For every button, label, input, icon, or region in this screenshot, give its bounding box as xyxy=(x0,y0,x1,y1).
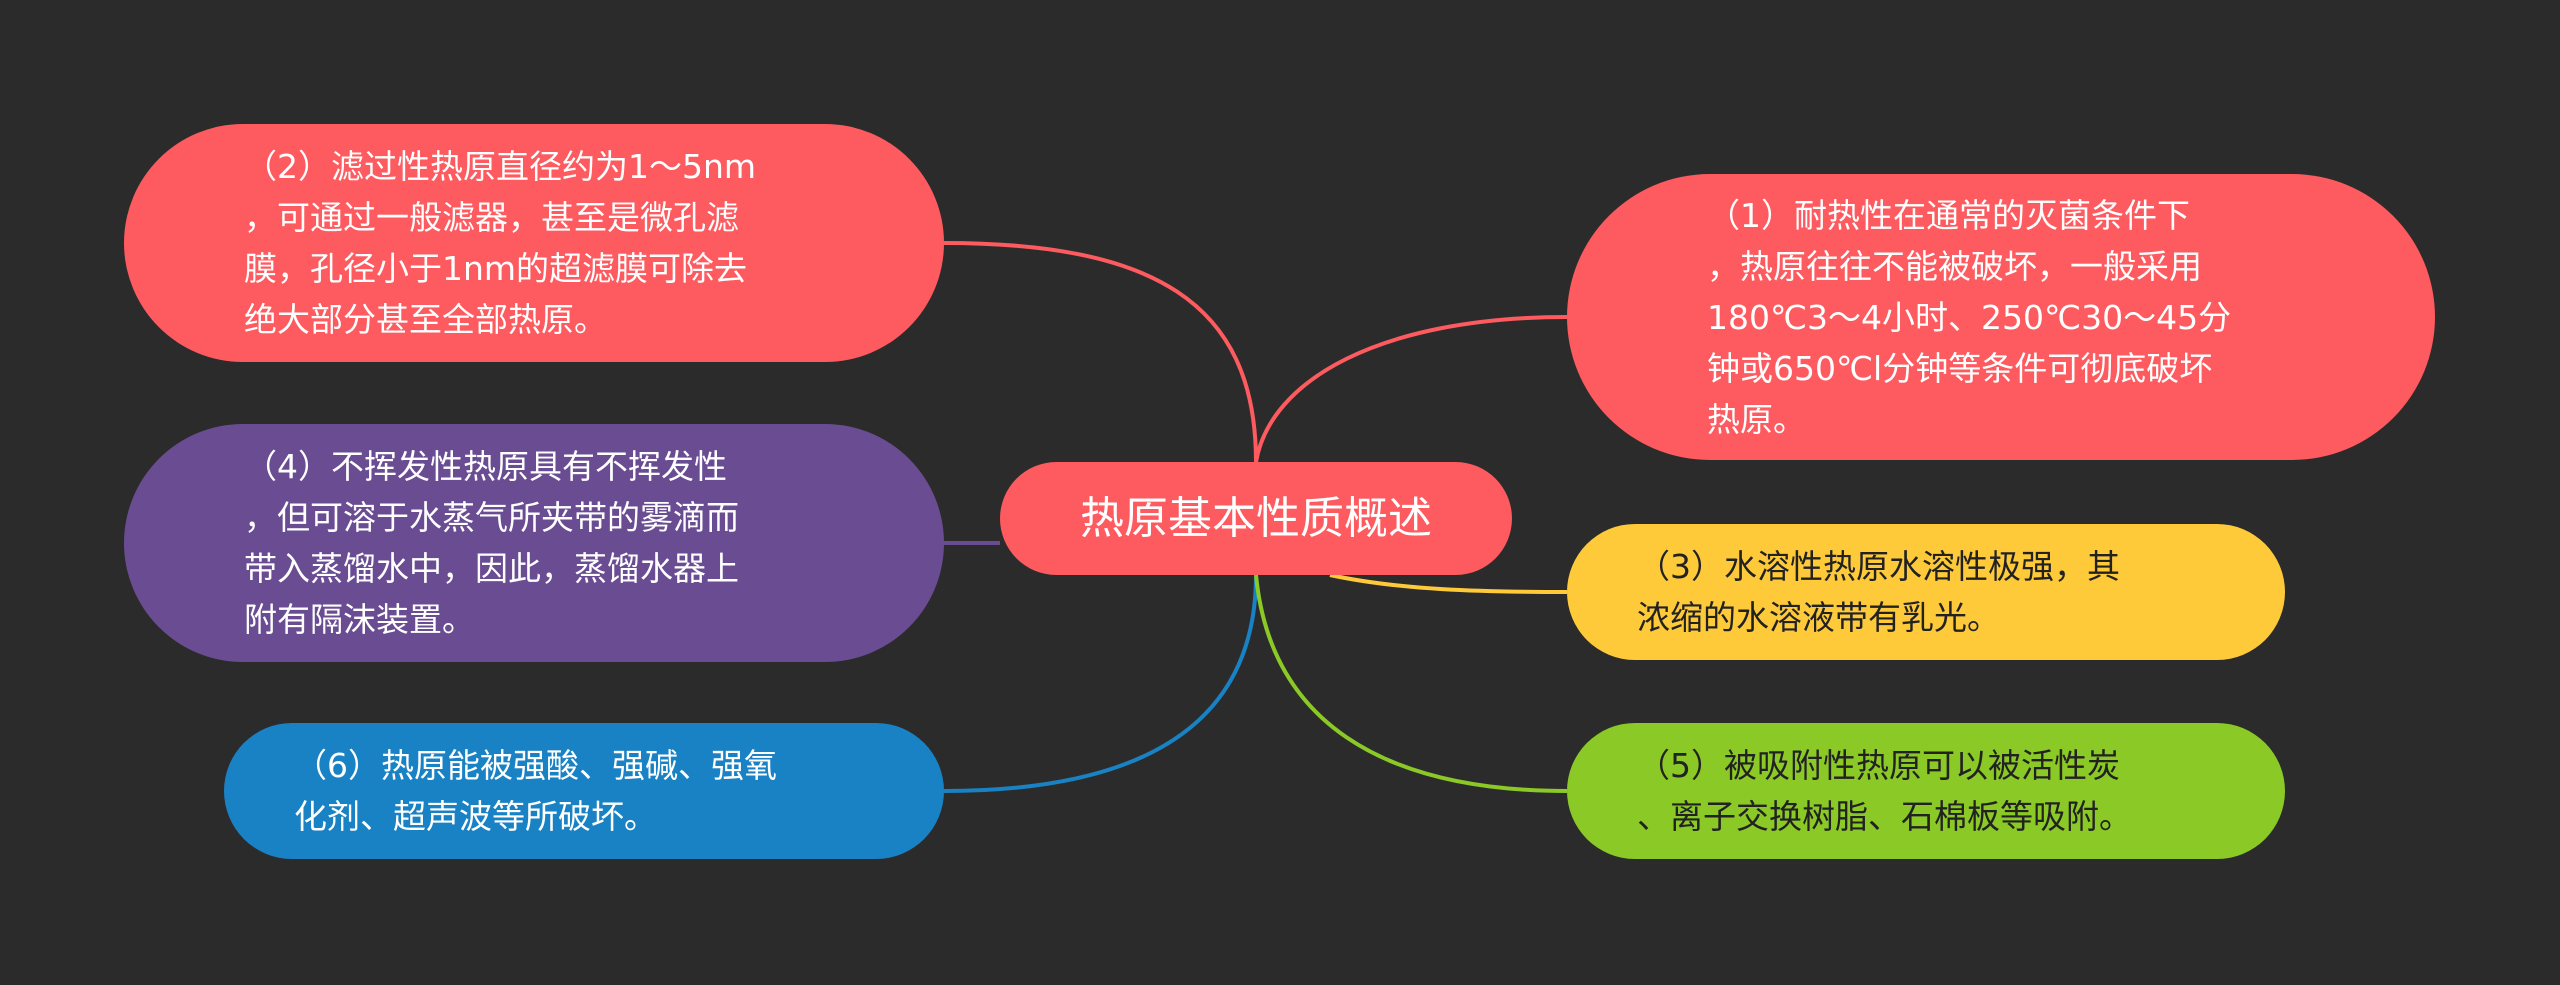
connector-n5 xyxy=(1254,574,1568,793)
node-adsorbability-text: （5）被吸附性热原可以被活性炭 、离子交换树脂、石棉板等吸附。 xyxy=(1637,746,2132,836)
node-destructibility[interactable]: （6）热原能被强酸、强碱、强氧 化剂、超声波等所破坏。 xyxy=(224,723,944,859)
node-water-solubility-text: （3）水溶性热原水溶性极强，其 浓缩的水溶液带有乳光。 xyxy=(1637,547,2120,637)
node-filterability-text: （2）滤过性热原直径约为1～5nm ，可通过一般滤器，甚至是微孔滤 膜，孔径小于… xyxy=(244,147,757,339)
node-nonvolatility-text: （4）不挥发性热原具有不挥发性 ，但可溶于水蒸气所夹带的雾滴而 带入蒸馏水中，因… xyxy=(244,447,739,639)
node-filterability[interactable]: （2）滤过性热原直径约为1～5nm ，可通过一般滤器，甚至是微孔滤 膜，孔径小于… xyxy=(124,124,944,362)
node-water-solubility[interactable]: （3）水溶性热原水溶性极强，其 浓缩的水溶液带有乳光。 xyxy=(1567,524,2285,660)
node-adsorbability[interactable]: （5）被吸附性热原可以被活性炭 、离子交换树脂、石棉板等吸附。 xyxy=(1567,723,2285,859)
node-heat-resistance[interactable]: （1）耐热性在通常的灭菌条件下 ，热原往往不能被破坏，一般采用 180℃3～4小… xyxy=(1567,174,2435,460)
node-destructibility-text: （6）热原能被强酸、强碱、强氧 化剂、超声波等所破坏。 xyxy=(294,746,777,836)
connector-n1 xyxy=(1254,315,1568,463)
connector-n3 xyxy=(1329,573,1568,594)
node-nonvolatility[interactable]: （4）不挥发性热原具有不挥发性 ，但可溶于水蒸气所夹带的雾滴而 带入蒸馏水中，因… xyxy=(124,424,944,662)
connector-n6 xyxy=(943,574,1258,793)
node-heat-resistance-text: （1）耐热性在通常的灭菌条件下 ，热原往往不能被破坏，一般采用 180℃3～4小… xyxy=(1707,195,2232,439)
root-node-title: 热原基本性质概述 xyxy=(1080,492,1432,544)
root-node[interactable]: 热原基本性质概述 xyxy=(1000,462,1512,575)
connector-n2 xyxy=(943,241,1258,463)
